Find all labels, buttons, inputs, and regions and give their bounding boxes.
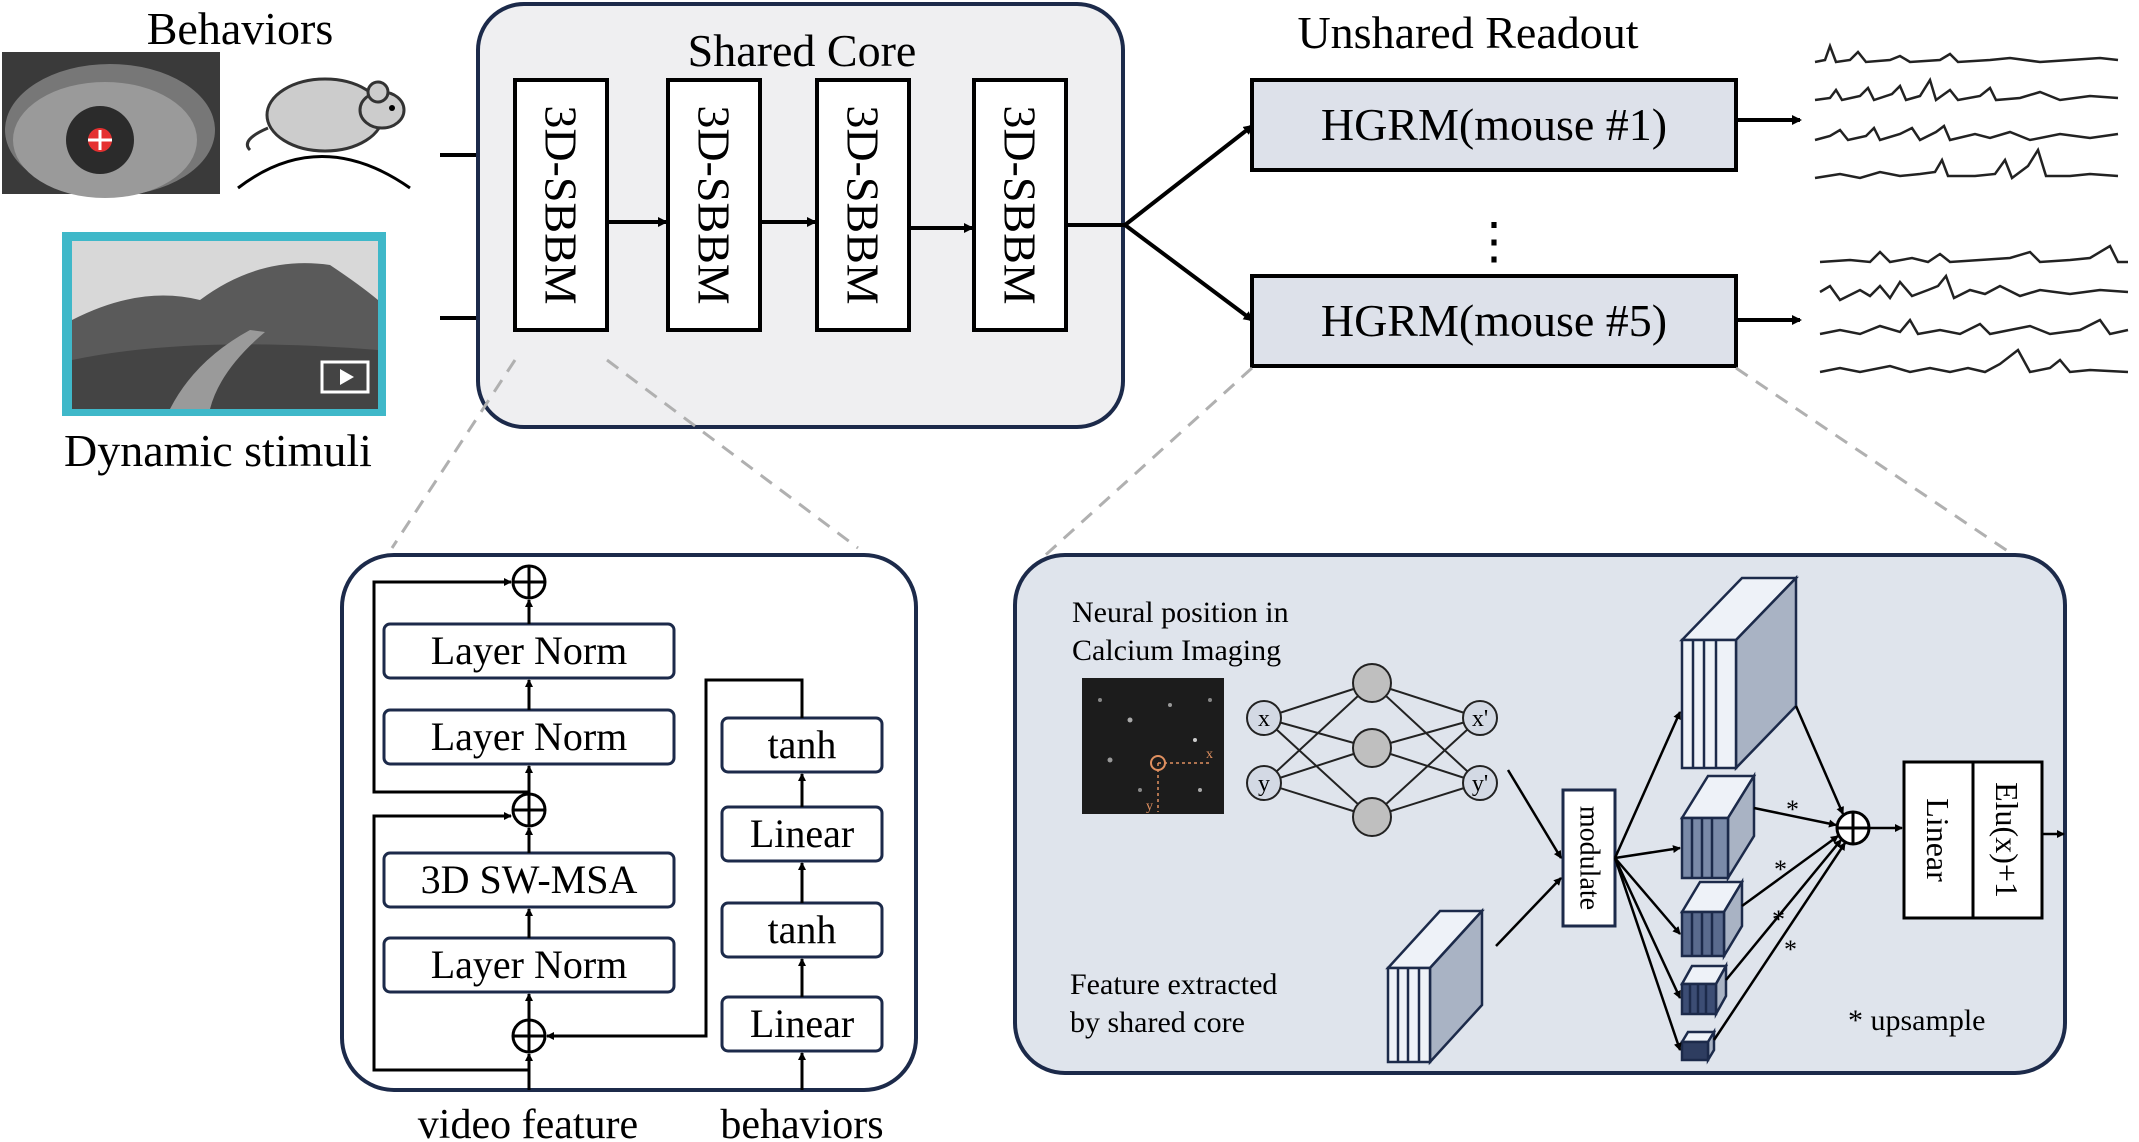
mouse-on-wheel-icon <box>237 77 411 190</box>
core-arrows <box>607 217 974 233</box>
neural-position-label: Neural position in <box>1072 596 1289 629</box>
output-node-x: x' <box>1472 706 1488 732</box>
video-feature-label: video feature <box>418 1102 638 1142</box>
input-node-x: x <box>1258 706 1270 732</box>
sbbm-label: 3D-SBBM <box>838 105 889 304</box>
tanh-label: tanh <box>768 907 837 952</box>
hgrm-mouse-5-block <box>1250 274 1738 368</box>
upsample-star: * <box>1774 855 1787 884</box>
sbbm-right-column: tanh Linear tanh Linear <box>720 716 884 1053</box>
calcium-imaging-image: x y <box>1082 678 1224 814</box>
eye-image <box>2 52 220 198</box>
sbbm-block <box>666 78 762 332</box>
hgrm-mouse-1-block <box>1250 78 1738 172</box>
microscope-y-axis: y <box>1146 799 1153 814</box>
position-mlp <box>1246 663 1498 837</box>
output-node-y: y' <box>1472 771 1488 797</box>
linear-label: Linear <box>750 1001 854 1046</box>
feature-extracted-label: Feature extracted <box>1070 968 1277 1001</box>
behaviors-label: Behaviors <box>147 3 334 54</box>
sbbm-left-column: Layer Norm Layer Norm 3D SW-MSA Layer No… <box>382 622 676 994</box>
layer-norm-label: Layer Norm <box>431 942 628 987</box>
shared-core-box <box>476 2 1125 429</box>
sbbm-block <box>513 78 609 332</box>
upsample-star: * <box>1786 795 1799 824</box>
mlp-to-modulate-arrow <box>1506 769 1563 859</box>
pyramid-to-sum-arrows <box>1712 705 1847 1041</box>
sw-msa-label: 3D SW-MSA <box>421 857 638 902</box>
upsample-note: * upsample <box>1848 1004 1985 1037</box>
hgrm-mouse-5-label: HGRM(mouse #5) <box>1321 295 1667 346</box>
shared-core-title: Shared Core <box>688 25 917 76</box>
shared-core-feature-cube <box>1385 907 1485 1066</box>
feature-pyramid <box>1679 574 1799 1065</box>
upsample-star: * <box>1772 905 1785 934</box>
elu-label: Elu(x)+1 <box>1989 782 2025 898</box>
modulate-fan-arrows <box>1613 711 1682 1051</box>
sbbm-block <box>815 78 911 332</box>
hgrm-detail-box <box>1013 553 2067 1075</box>
linear-label: Linear <box>750 811 854 856</box>
layer-norm-label: Layer Norm <box>431 714 628 759</box>
pyramid-sum-node <box>1835 810 1871 846</box>
feature-to-modulate-arrow <box>1495 877 1562 947</box>
input-node-y: y <box>1258 771 1270 797</box>
tanh-label: tanh <box>768 722 837 767</box>
modulate-label: modulate <box>1574 806 1605 910</box>
upsample-star: * <box>1784 935 1797 964</box>
microscope-x-axis: x <box>1206 747 1213 762</box>
unshared-readout-title: Unshared Readout <box>1297 7 1638 58</box>
zoom-guides <box>390 358 2016 562</box>
sbbm-label: 3D-SBBM <box>995 105 1046 304</box>
hgrm-mouse-1-label: HGRM(mouse #1) <box>1321 99 1667 150</box>
neural-traces-mouse-5 <box>1819 244 2129 374</box>
sbbm-label: 3D-SBBM <box>689 105 740 304</box>
sbbm-arrows <box>372 578 806 1090</box>
by-shared-core-label: by shared core <box>1070 1006 1245 1039</box>
modulate-block <box>1561 788 1617 928</box>
readout-split-arrows <box>1066 124 1254 322</box>
core-blocks: 3D-SBBM 3D-SBBM 3D-SBBM 3D-SBBM <box>513 78 1068 332</box>
calcium-imaging-label: Calcium Imaging <box>1072 634 1281 667</box>
behaviors-input-label: behaviors <box>720 1102 883 1142</box>
readout-ellipsis: ⋮ <box>1469 213 1519 269</box>
readout-linear-label: Linear <box>1920 798 1956 882</box>
neural-traces-mouse-1 <box>1814 42 2119 180</box>
layer-norm-label: Layer Norm <box>431 628 628 673</box>
sbbm-block <box>972 78 1068 332</box>
dynamic-stimuli-video-frame <box>62 232 386 416</box>
sbbm-label: 3D-SBBM <box>536 105 587 304</box>
sum-nodes <box>511 564 547 1054</box>
dynamic-stimuli-label: Dynamic stimuli <box>64 425 372 476</box>
